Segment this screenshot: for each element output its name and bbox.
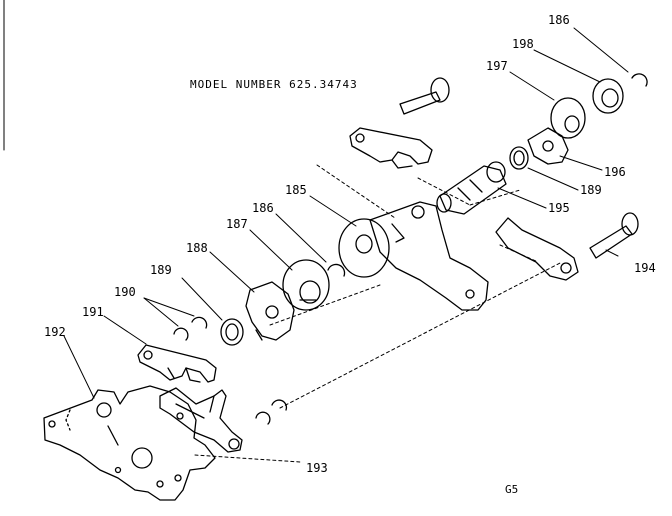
callout-189-upper: 189 (580, 183, 602, 197)
part-upper-link-arm (350, 128, 432, 168)
callout-185: 185 (285, 183, 307, 197)
callout-190: 190 (114, 285, 136, 299)
callout-leader-lines (64, 28, 628, 398)
assembly-guide-lines (195, 165, 560, 462)
callout-193: 193 (306, 461, 328, 475)
part-188-cam-plate (246, 282, 294, 340)
part-193-lower-lever (160, 388, 242, 452)
callout-192: 192 (44, 325, 66, 339)
part-194-pin (590, 213, 638, 258)
part-186-lower-clip (328, 264, 345, 276)
callout-189-lower: 189 (150, 263, 172, 277)
part-185-lever-plate (339, 202, 488, 310)
part-189-lower-washer (221, 319, 243, 345)
callout-186-lower: 186 (252, 201, 274, 215)
part-192-base-plate (44, 386, 215, 500)
callout-191: 191 (82, 305, 104, 319)
callout-197: 197 (486, 59, 508, 73)
part-190-e-clips (174, 317, 207, 340)
part-189-upper-washer (510, 147, 528, 169)
callout-195: 195 (548, 201, 570, 215)
model-number-title: MODEL NUMBER 625.34743 (190, 78, 358, 91)
part-195-shaft (437, 162, 506, 214)
part-lower-right-arm (496, 218, 578, 280)
callout-198: 198 (512, 37, 534, 51)
callout-187: 187 (226, 217, 248, 231)
callout-188: 188 (186, 241, 208, 255)
part-187-gear-disc (283, 260, 329, 310)
part-198-bushing (593, 79, 623, 113)
part-186-upper-clip (632, 74, 647, 86)
callout-186-upper: 186 (548, 13, 570, 27)
part-191-link-arm (138, 345, 216, 382)
callout-194: 194 (634, 261, 656, 275)
figure-code: G5 (505, 483, 519, 496)
part-upper-pin (400, 78, 449, 114)
e-clips-193 (256, 400, 286, 424)
part-197-gear-disc (551, 98, 585, 138)
part-196-cam (528, 128, 568, 164)
callout-196: 196 (604, 165, 626, 179)
